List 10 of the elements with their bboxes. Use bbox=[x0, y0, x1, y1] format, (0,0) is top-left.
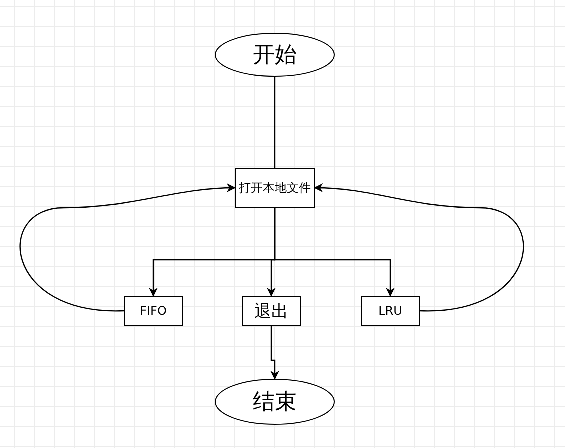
process-box: 退出 bbox=[242, 296, 301, 326]
process-box: LRU bbox=[361, 296, 420, 326]
arrow bbox=[274, 208, 395, 297]
arrow bbox=[270, 326, 280, 380]
terminal-ellipse: 结束 bbox=[215, 379, 335, 425]
arrow bbox=[20, 184, 236, 312]
terminal-ellipse: 开始 bbox=[215, 33, 335, 77]
arrow bbox=[314, 184, 524, 312]
process-box: 打开本地文件 bbox=[235, 168, 315, 208]
process-box: FIFO bbox=[124, 296, 183, 326]
